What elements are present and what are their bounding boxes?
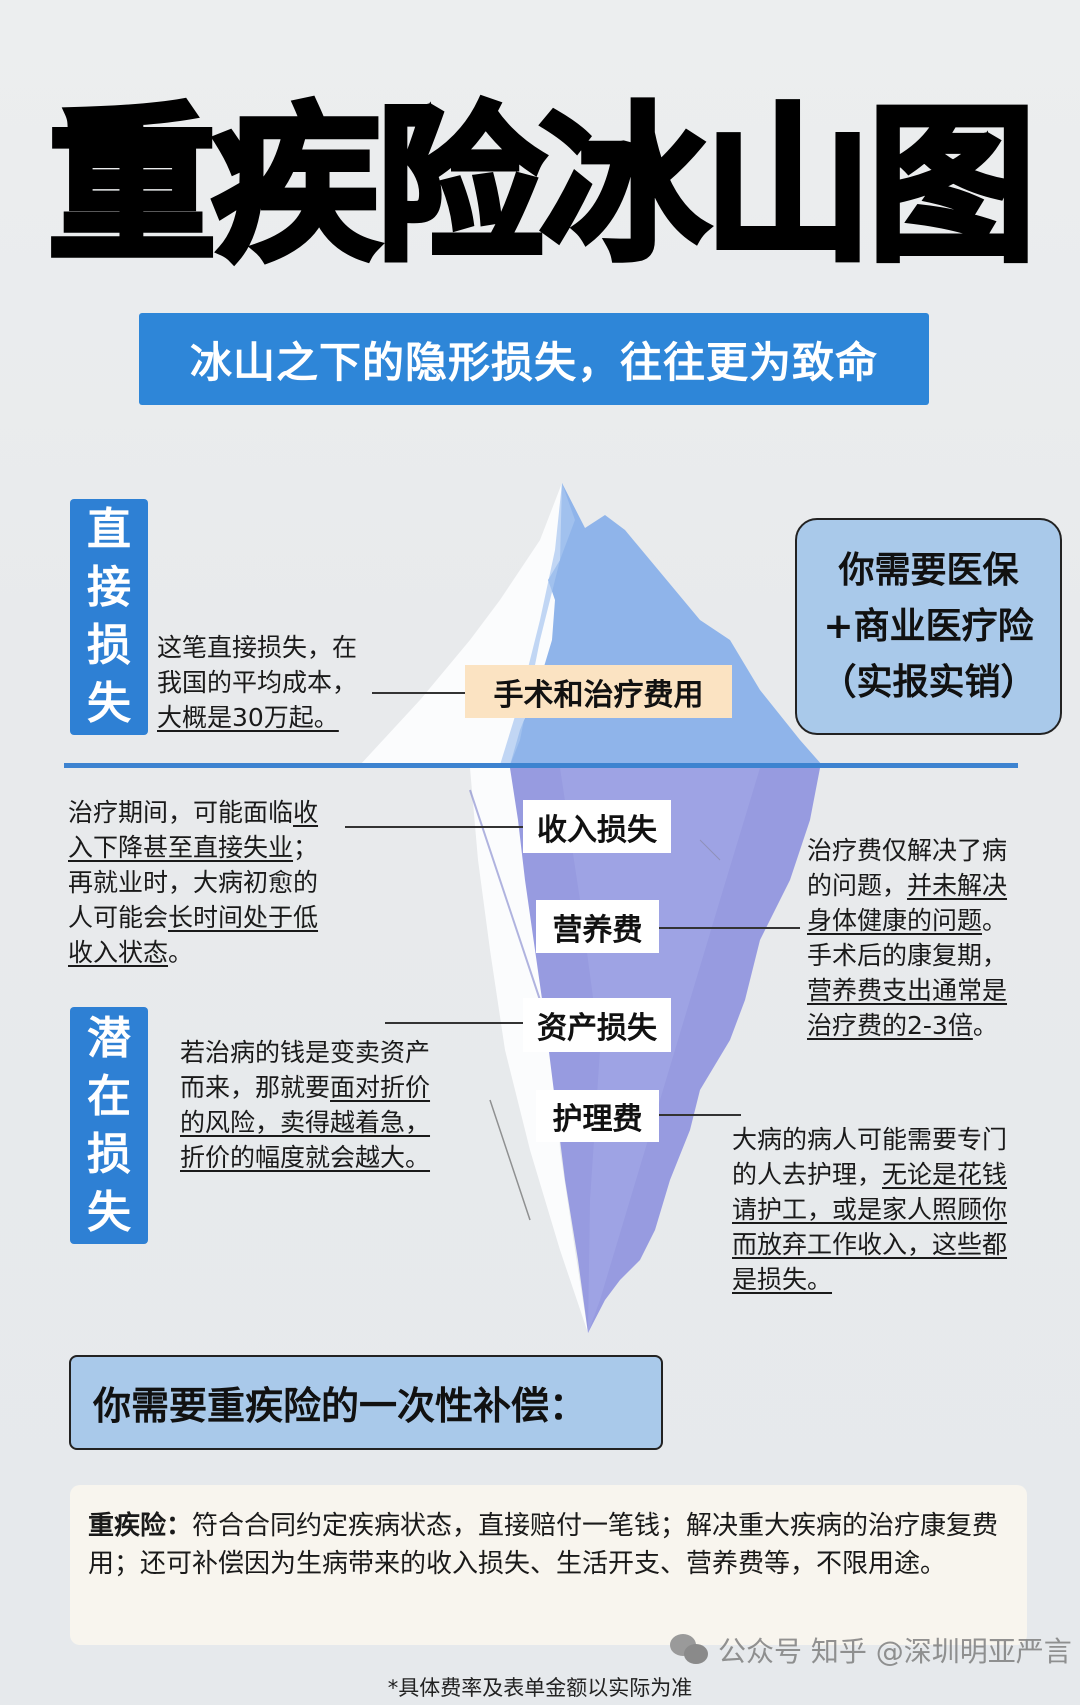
wechat-icon	[670, 1634, 710, 1666]
note-line: 再就业时，大病初愈的	[68, 868, 319, 897]
note-text: ；	[293, 833, 319, 862]
watermark-text: 公众号 知乎 @深圳明亚严言	[718, 1635, 1072, 1668]
note-text: 。	[168, 938, 194, 967]
footnote: *具体费率及表单金额以实际为准	[387, 1676, 693, 1700]
note-underlined-text: 请护工，或是家人照顾你	[732, 1195, 1008, 1224]
medical-insurance-box: 你需要医保 +商业医疗险 （实报实销）	[795, 518, 1062, 735]
note-line: 而来，那就要面对折价	[180, 1070, 430, 1105]
asset-loss-note: 若治病的钱是变卖资产 而来，那就要面对折价 的风险，卖得越着急， 折价的幅度就会…	[180, 1035, 430, 1175]
note-line: 是损失。	[732, 1262, 1007, 1297]
connector-line	[659, 1114, 741, 1116]
critical-illness-need-box: 你需要重疾险的一次性补偿：	[69, 1355, 663, 1450]
asset-loss-label: 资产损失	[523, 998, 671, 1052]
note-line: 治疗费仅解决了病	[807, 836, 1008, 865]
tag-char: 失	[87, 1186, 131, 1238]
summary-card: 重疾险：符合合同约定疾病状态，直接赔付一笔钱；解决重大疾病的治疗康复费用；还可补…	[70, 1485, 1027, 1645]
note-line: 身体健康的问题。	[807, 903, 1007, 938]
note-underlined-text: 长时间处于低	[168, 903, 319, 932]
note-line: 的问题，并未解决	[807, 868, 1007, 903]
note-text: 。	[972, 1011, 998, 1040]
note-underlined-text: 收入状态	[68, 938, 169, 967]
note-line: 治疗期间，可能面临收	[68, 795, 318, 830]
note-text: 的问题，	[807, 871, 908, 900]
connector-line	[345, 826, 523, 828]
direct-loss-tag: 直 接 损 失	[70, 499, 148, 735]
watermark: 公众号 知乎 @深圳明亚严言	[670, 1630, 1072, 1670]
note-underlined-text: 无论是花钱	[882, 1160, 1008, 1189]
note-line: 治疗费的2-3倍。	[807, 1008, 1007, 1043]
note-line: 请护工，或是家人照顾你	[732, 1192, 1007, 1227]
box-line: 你需要医保	[838, 549, 1019, 591]
note-line: 收入状态。	[68, 935, 318, 970]
page-title: 重疾险冰山图	[45, 88, 1039, 284]
subtitle-banner: 冰山之下的隐形损失，往往更为致命	[139, 313, 929, 405]
note-underlined-text: 是损失。	[732, 1265, 833, 1294]
connector-line	[372, 692, 465, 694]
note-underlined-text: 收	[293, 798, 319, 827]
nursing-cost-label: 护理费	[536, 1090, 659, 1142]
note-line: 手术后的康复期，	[807, 941, 1008, 970]
box-line: （实报实销）	[820, 661, 1037, 703]
note-line: 的人去护理，无论是花钱	[732, 1157, 1007, 1192]
note-line: 的风险，卖得越着急，	[180, 1105, 430, 1140]
note-underlined-text: 营养费支出通常是	[807, 976, 1008, 1005]
nutrition-cost-label: 营养费	[536, 900, 659, 953]
note-underlined-text: 治疗费的2-3倍	[807, 1011, 973, 1040]
note-underlined-text: 面对折价	[330, 1073, 431, 1102]
tag-char: 失	[87, 678, 131, 729]
note-line: 这笔直接损失，在	[157, 633, 358, 662]
income-loss-label: 收入损失	[523, 800, 671, 853]
box-line: +商业医疗险	[823, 605, 1034, 647]
note-text: 而来，那就要	[180, 1073, 331, 1102]
connector-line	[659, 927, 800, 929]
note-line: 大概是30万起。	[157, 700, 357, 735]
tag-char: 接	[87, 562, 131, 613]
waterline	[64, 763, 1018, 768]
note-line: 入下降甚至直接失业；	[68, 830, 318, 865]
summary-lead: 重疾险：	[88, 1511, 193, 1541]
note-text: 。	[982, 906, 1008, 935]
tag-char: 潜	[87, 1012, 131, 1064]
note-underlined-text: 并未解决	[907, 871, 1008, 900]
note-underlined-text: 入下降甚至直接失业	[68, 833, 294, 862]
note-text: 人可能会	[68, 903, 169, 932]
tag-char: 损	[87, 1128, 131, 1180]
note-line: 我国的平均成本，	[157, 668, 358, 697]
note-underlined-text: 折价的幅度就会越大。	[180, 1143, 431, 1172]
note-underlined-text: 身体健康的问题	[807, 906, 983, 935]
note-line: 折价的幅度就会越大。	[180, 1140, 430, 1175]
potential-loss-tag: 潜 在 损 失	[70, 1007, 148, 1244]
note-underlined-text: 大概是30万起。	[157, 703, 339, 732]
note-line: 若治病的钱是变卖资产	[180, 1038, 431, 1067]
note-line: 人可能会长时间处于低	[68, 900, 318, 935]
note-text: 治疗期间，可能面临	[68, 798, 294, 827]
income-loss-note: 治疗期间，可能面临收 入下降甚至直接失业； 再就业时，大病初愈的 人可能会长时间…	[68, 795, 318, 970]
nutrition-note: 治疗费仅解决了病 的问题，并未解决 身体健康的问题。 手术后的康复期， 营养费支…	[807, 833, 1007, 1043]
nursing-note: 大病的病人可能需要专门 的人去护理，无论是花钱 请护工，或是家人照顾你 而放弃工…	[732, 1122, 1007, 1297]
connector-line	[385, 1022, 523, 1024]
note-line: 而放弃工作收入，这些都	[732, 1227, 1007, 1262]
surgery-treatment-cost-label: 手术和治疗费用	[465, 665, 732, 718]
note-line: 大病的病人可能需要专门	[732, 1125, 1008, 1154]
tag-char: 在	[87, 1070, 131, 1122]
tag-char: 直	[87, 504, 131, 555]
direct-loss-note: 这笔直接损失，在 我国的平均成本， 大概是30万起。	[157, 630, 357, 735]
note-underlined-text: 而放弃工作收入，这些都	[732, 1230, 1008, 1259]
tag-char: 损	[87, 620, 131, 671]
note-line: 营养费支出通常是	[807, 973, 1007, 1008]
summary-body: 符合合同约定疾病状态，直接赔付一笔钱；解决重大疾病的治疗康复费用；还可补偿因为生…	[88, 1511, 999, 1579]
note-underlined-text: 的风险，卖得越着急，	[180, 1108, 431, 1137]
note-text: 的人去护理，	[732, 1160, 883, 1189]
